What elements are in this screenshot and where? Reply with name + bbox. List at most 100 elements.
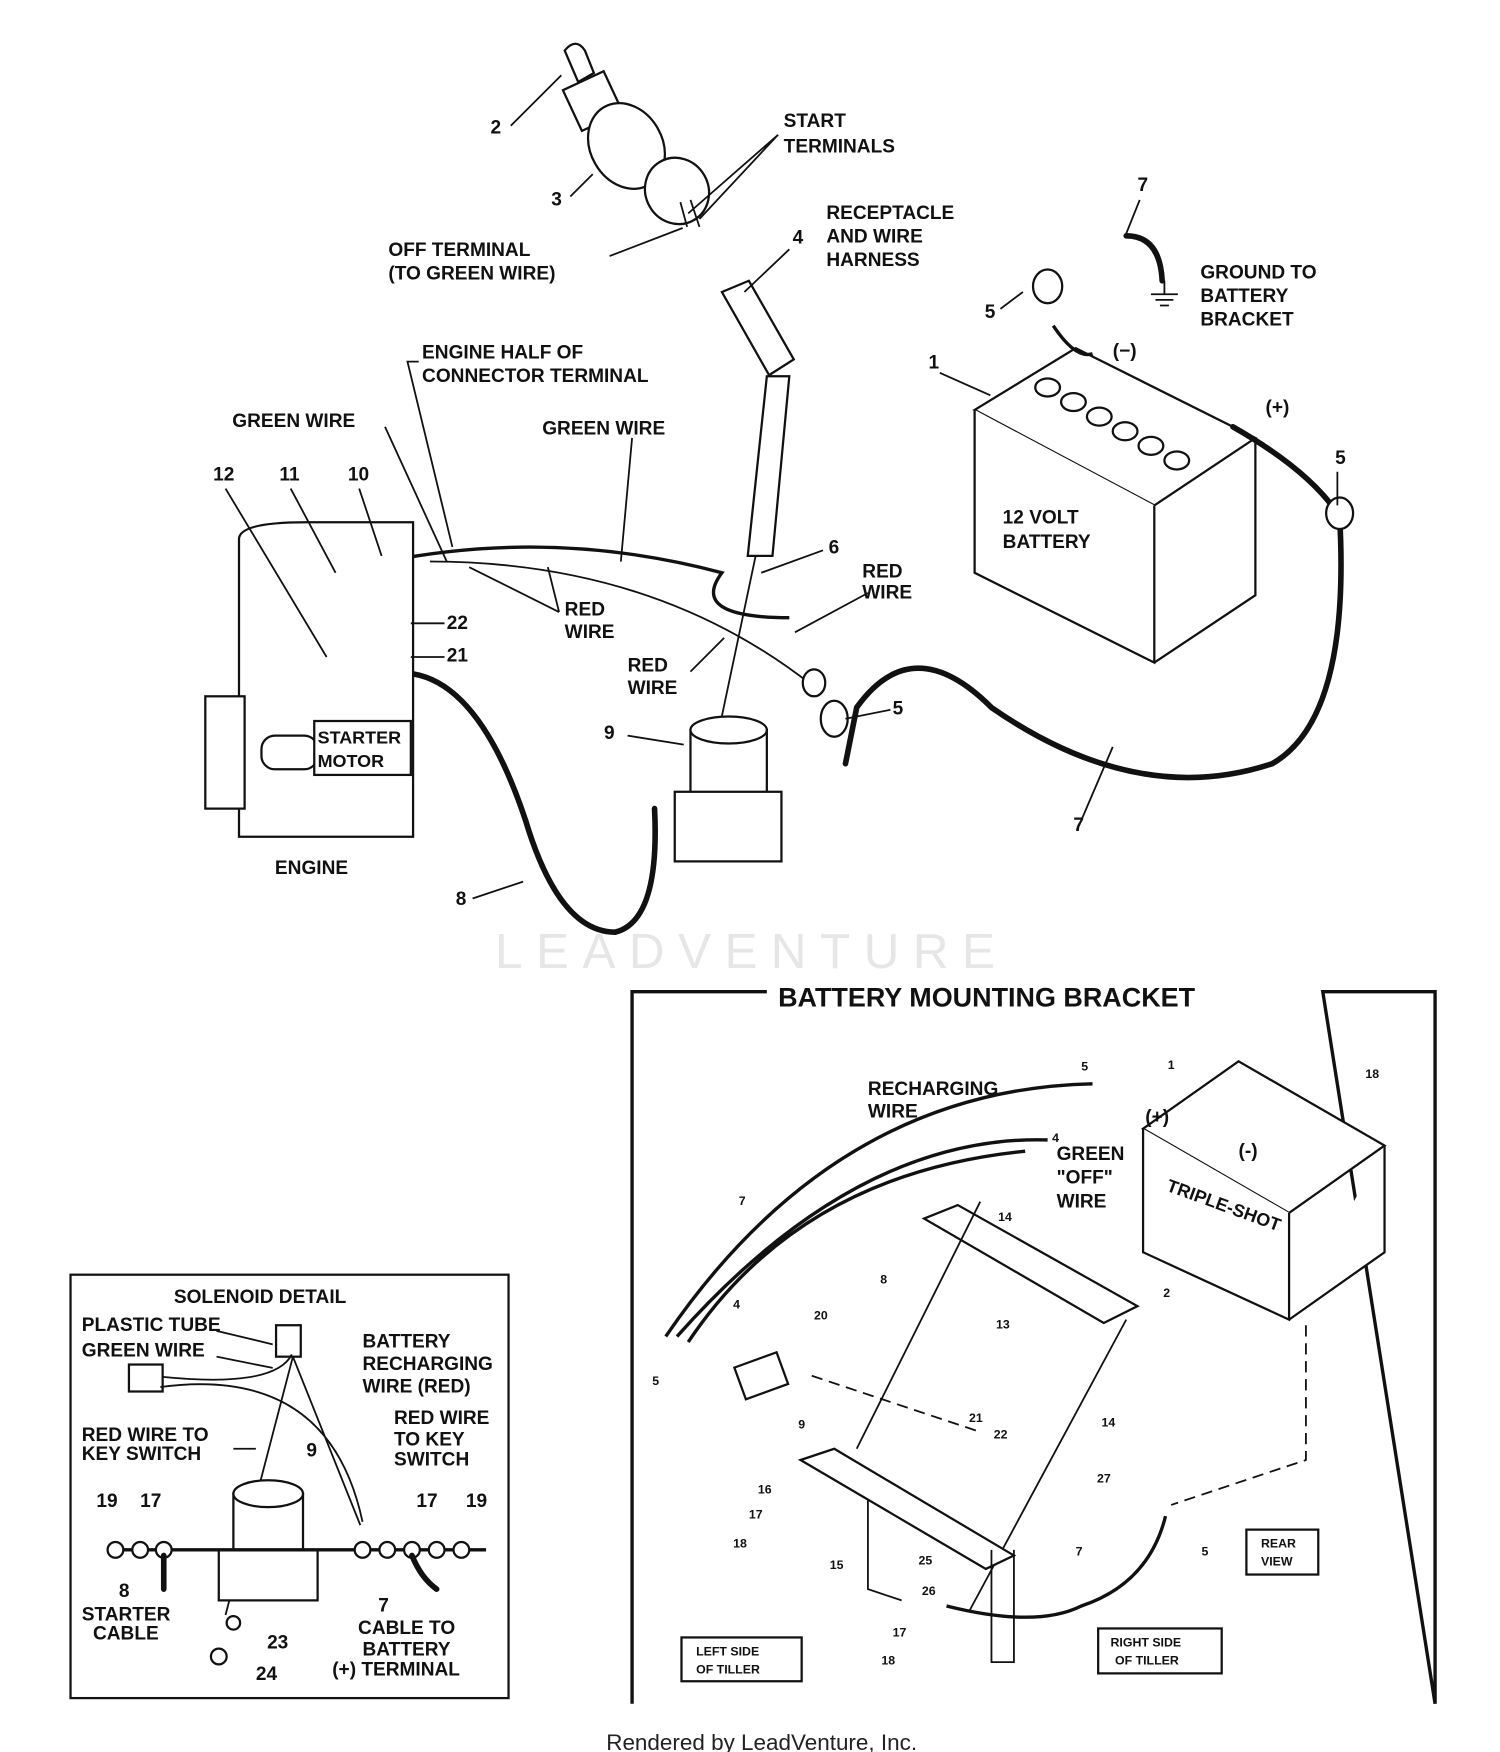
part-number: 8 [456,889,467,910]
label-recharging-wire: WIRE [868,1101,918,1122]
label-red-wire-key: RED WIRE [394,1408,489,1429]
part-number: 21 [447,645,469,666]
part-number: 15 [830,1558,844,1572]
part-number: 5 [1335,448,1346,469]
part-number: 7 [378,1596,389,1617]
part-number: 21 [969,1411,983,1425]
part-number: 2 [491,118,502,139]
part-number: 18 [1365,1067,1379,1081]
panel-title: SOLENOID DETAIL [174,1287,347,1308]
part-number: 27 [1097,1471,1111,1485]
receptacle-harness [709,279,796,770]
label-green-off: "OFF" [1057,1168,1113,1189]
solenoid-detail-panel: SOLENOID DETAIL PLASTIC TUBE GREEN WIRE … [69,1273,510,1700]
part-number: 25 [918,1553,932,1567]
label-off-terminal: OFF TERMINAL [388,240,530,261]
part-number: 14 [998,1210,1012,1224]
label-red-wire: WIRE [862,583,912,604]
part-number: 19 [96,1491,117,1512]
part-number: 22 [994,1428,1008,1442]
label-receptacle: HARNESS [826,250,919,271]
part-number: 5 [1081,1059,1088,1073]
part-number: 20 [814,1309,828,1323]
part-number: 26 [922,1584,936,1598]
label-battery-recharging: RECHARGING [363,1354,493,1375]
part-number: 14 [1102,1415,1116,1429]
top-labels: 2 3 START TERMINALS OFF TERMINAL (TO GRE… [213,111,1346,910]
label-red-wire: RED [565,599,605,620]
watermark: LEADVENTURE [495,924,1008,979]
part-number: 24 [256,1664,278,1685]
part-number: 12 [213,465,234,486]
label-negative: (-) [1239,1141,1258,1162]
part-number: 18 [881,1653,895,1667]
label-battery-recharging: BATTERY [363,1332,451,1353]
part-number: 17 [416,1491,437,1512]
label-green-off: WIRE [1057,1191,1107,1212]
label-red-wire: RED [628,656,668,677]
part-number: 13 [996,1318,1010,1332]
part-number: 5 [652,1374,659,1388]
label-red-wire-key: SWITCH [394,1450,469,1471]
label-red-wire: RED [862,561,902,582]
leader-lines [224,74,1339,900]
label-left-side: OF TILLER [696,1662,760,1676]
label-starter-motor: STARTER [318,727,401,747]
label-green-wire: GREEN WIRE [542,419,665,440]
label-engine-half: ENGINE HALF OF [422,342,583,363]
part-number: 4 [1052,1131,1059,1145]
solenoid [673,268,1355,863]
part-number: 5 [985,302,996,323]
part-number: 7 [1073,815,1084,836]
part-number: 22 [447,613,468,634]
label-red-wire: WIRE [565,622,615,643]
part-number: 9 [798,1418,805,1432]
part-number: 8 [119,1581,130,1602]
label-right-side: RIGHT SIDE [1111,1635,1182,1649]
label-red-wire-key: TO KEY [394,1429,465,1450]
battery-mounting-bracket-panel: BATTERY MOUNTING BRACKET TRIPLE-SHOT REC… [630,982,1437,1704]
label-rear-view: REAR [1261,1537,1296,1551]
part-number: 17 [140,1491,161,1512]
part-number: 18 [733,1537,747,1551]
part-number: 7 [1076,1544,1083,1558]
part-number: 4 [793,228,804,249]
battery [972,346,1258,665]
label-right-side: OF TILLER [1115,1653,1179,1667]
label-positive: (+) [1145,1107,1169,1128]
label-start-terminals: START [784,111,847,132]
cables [304,233,1344,935]
part-number: 9 [306,1441,317,1462]
label-receptacle: RECEPTACLE [826,203,954,224]
part-number: 10 [348,465,369,486]
label-battery-recharging: WIRE (RED) [363,1377,471,1398]
ground-symbol [1150,280,1178,307]
label-green-wire: GREEN WIRE [232,411,355,432]
part-number: 5 [893,698,904,719]
label-red-wire: WIRE [628,678,678,699]
part-number: 5 [1201,1544,1208,1558]
label-ground: BATTERY [1200,286,1288,307]
key-switch [561,42,711,228]
label-plastic-tube: PLASTIC TUBE [82,1315,221,1336]
part-number: 16 [758,1483,772,1497]
part-number: 19 [466,1491,487,1512]
label-ground: GROUND TO [1200,263,1316,284]
part-number: 2 [1163,1286,1170,1300]
part-number: 6 [829,538,840,559]
part-number: 3 [551,190,562,211]
part-number: 4 [733,1297,740,1311]
label-battery: 12 VOLT [1003,507,1079,528]
label-battery: BATTERY [1003,532,1091,553]
part-number: 8 [880,1273,887,1287]
label-left-side: LEFT SIDE [696,1644,759,1658]
part-number: 7 [739,1194,746,1208]
bracket-labels: RECHARGING WIRE 5 1 18 (+) (-) 4 GREEN "… [652,1058,1379,1683]
label-positive: (+) [1265,397,1289,418]
label-start-terminals: TERMINALS [784,137,895,158]
label-off-terminal: (TO GREEN WIRE) [388,264,555,285]
part-number: 17 [893,1625,907,1639]
part-number: 11 [279,465,300,486]
label-starter-cable: STARTER [82,1605,171,1626]
label-green-off: GREEN [1057,1144,1125,1165]
